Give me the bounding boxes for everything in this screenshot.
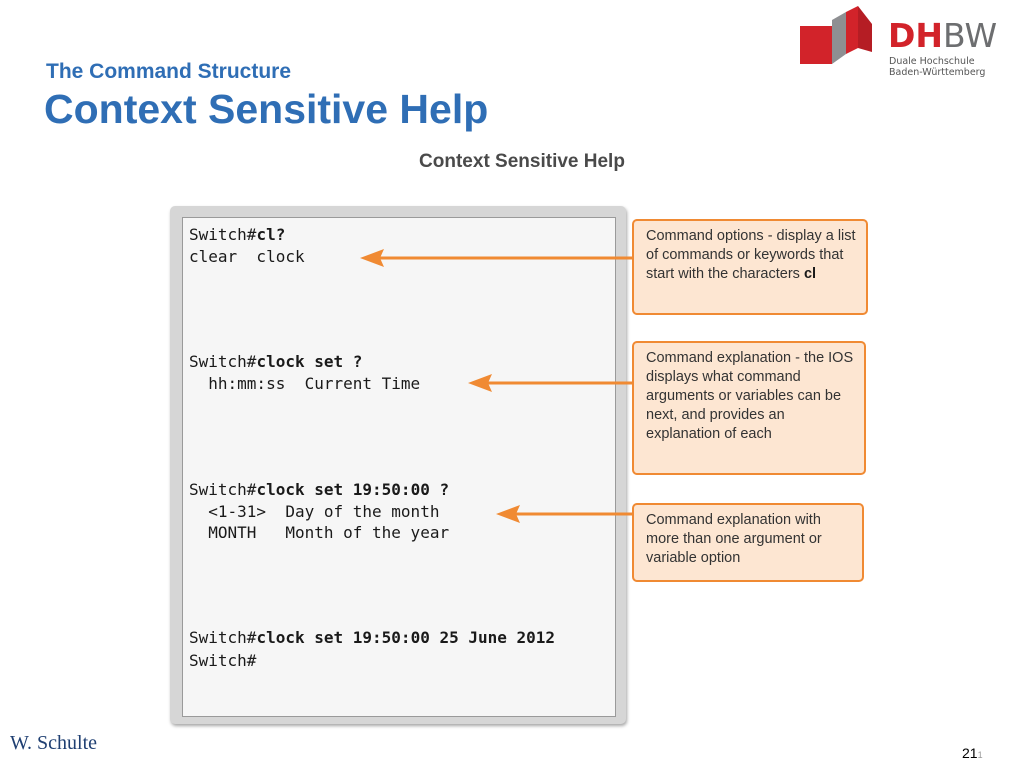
- slide-subtitle: The Command Structure: [46, 60, 292, 83]
- prompt: Switch#: [189, 480, 257, 499]
- prompt: Switch#: [189, 225, 257, 244]
- logo-subtitle: Duale Hochschule Baden-Württemberg: [889, 56, 985, 78]
- prompt: Switch#: [189, 352, 257, 371]
- callout-command-options: Command options - display a list of comm…: [632, 219, 868, 315]
- terminal-line-out2: hh:mm:ss Current Time: [189, 374, 421, 393]
- command: clock set ?: [256, 352, 363, 371]
- terminal-line-cmd4: Switch#clock set 19:50:00 25 June 2012: [189, 628, 555, 648]
- logo-bw: BW: [943, 16, 998, 55]
- prompt: Switch#: [189, 628, 257, 647]
- logo-subtitle-line1: Duale Hochschule: [889, 56, 975, 67]
- callout-command-explanation: Command explanation - the IOS displays w…: [632, 341, 866, 475]
- page-number-suffix: 1: [977, 750, 983, 760]
- slide-title: Context Sensitive Help: [44, 86, 489, 132]
- terminal-line-cmd3: Switch#clock set 19:50:00 ?: [189, 480, 449, 500]
- terminal-window: [182, 217, 616, 717]
- terminal-line-prompt: Switch#: [189, 651, 257, 670]
- page-number-main: 21: [962, 745, 978, 761]
- callout-text: Command options - display a list of comm…: [646, 228, 856, 282]
- callout-multiple-arguments: Command explanation with more than one a…: [632, 503, 864, 582]
- figure-title: Context Sensitive Help: [419, 151, 625, 172]
- terminal-line-out3b: MONTH Month of the year: [189, 523, 450, 542]
- command: cl?: [256, 225, 286, 244]
- command: clock set 19:50:00 25 June 2012: [256, 628, 556, 647]
- dhbw-logo-mark-icon: [800, 6, 872, 64]
- terminal-line-out3a: <1-31> Day of the month: [189, 502, 440, 521]
- terminal-line-cmd2: Switch#clock set ?: [189, 352, 362, 372]
- logo-dh: DH: [888, 16, 944, 55]
- callout-bold: cl: [803, 266, 817, 282]
- command: clock set 19:50:00 ?: [256, 480, 450, 499]
- page-number: 211: [962, 745, 983, 761]
- footer-author: W. Schulte: [10, 732, 98, 754]
- terminal-line-cmd1: Switch#cl?: [189, 225, 285, 245]
- logo-wordmark: DHBW: [888, 18, 997, 54]
- logo-subtitle-line2: Baden-Württemberg: [889, 67, 986, 78]
- terminal-line-out1: clear clock: [189, 247, 305, 266]
